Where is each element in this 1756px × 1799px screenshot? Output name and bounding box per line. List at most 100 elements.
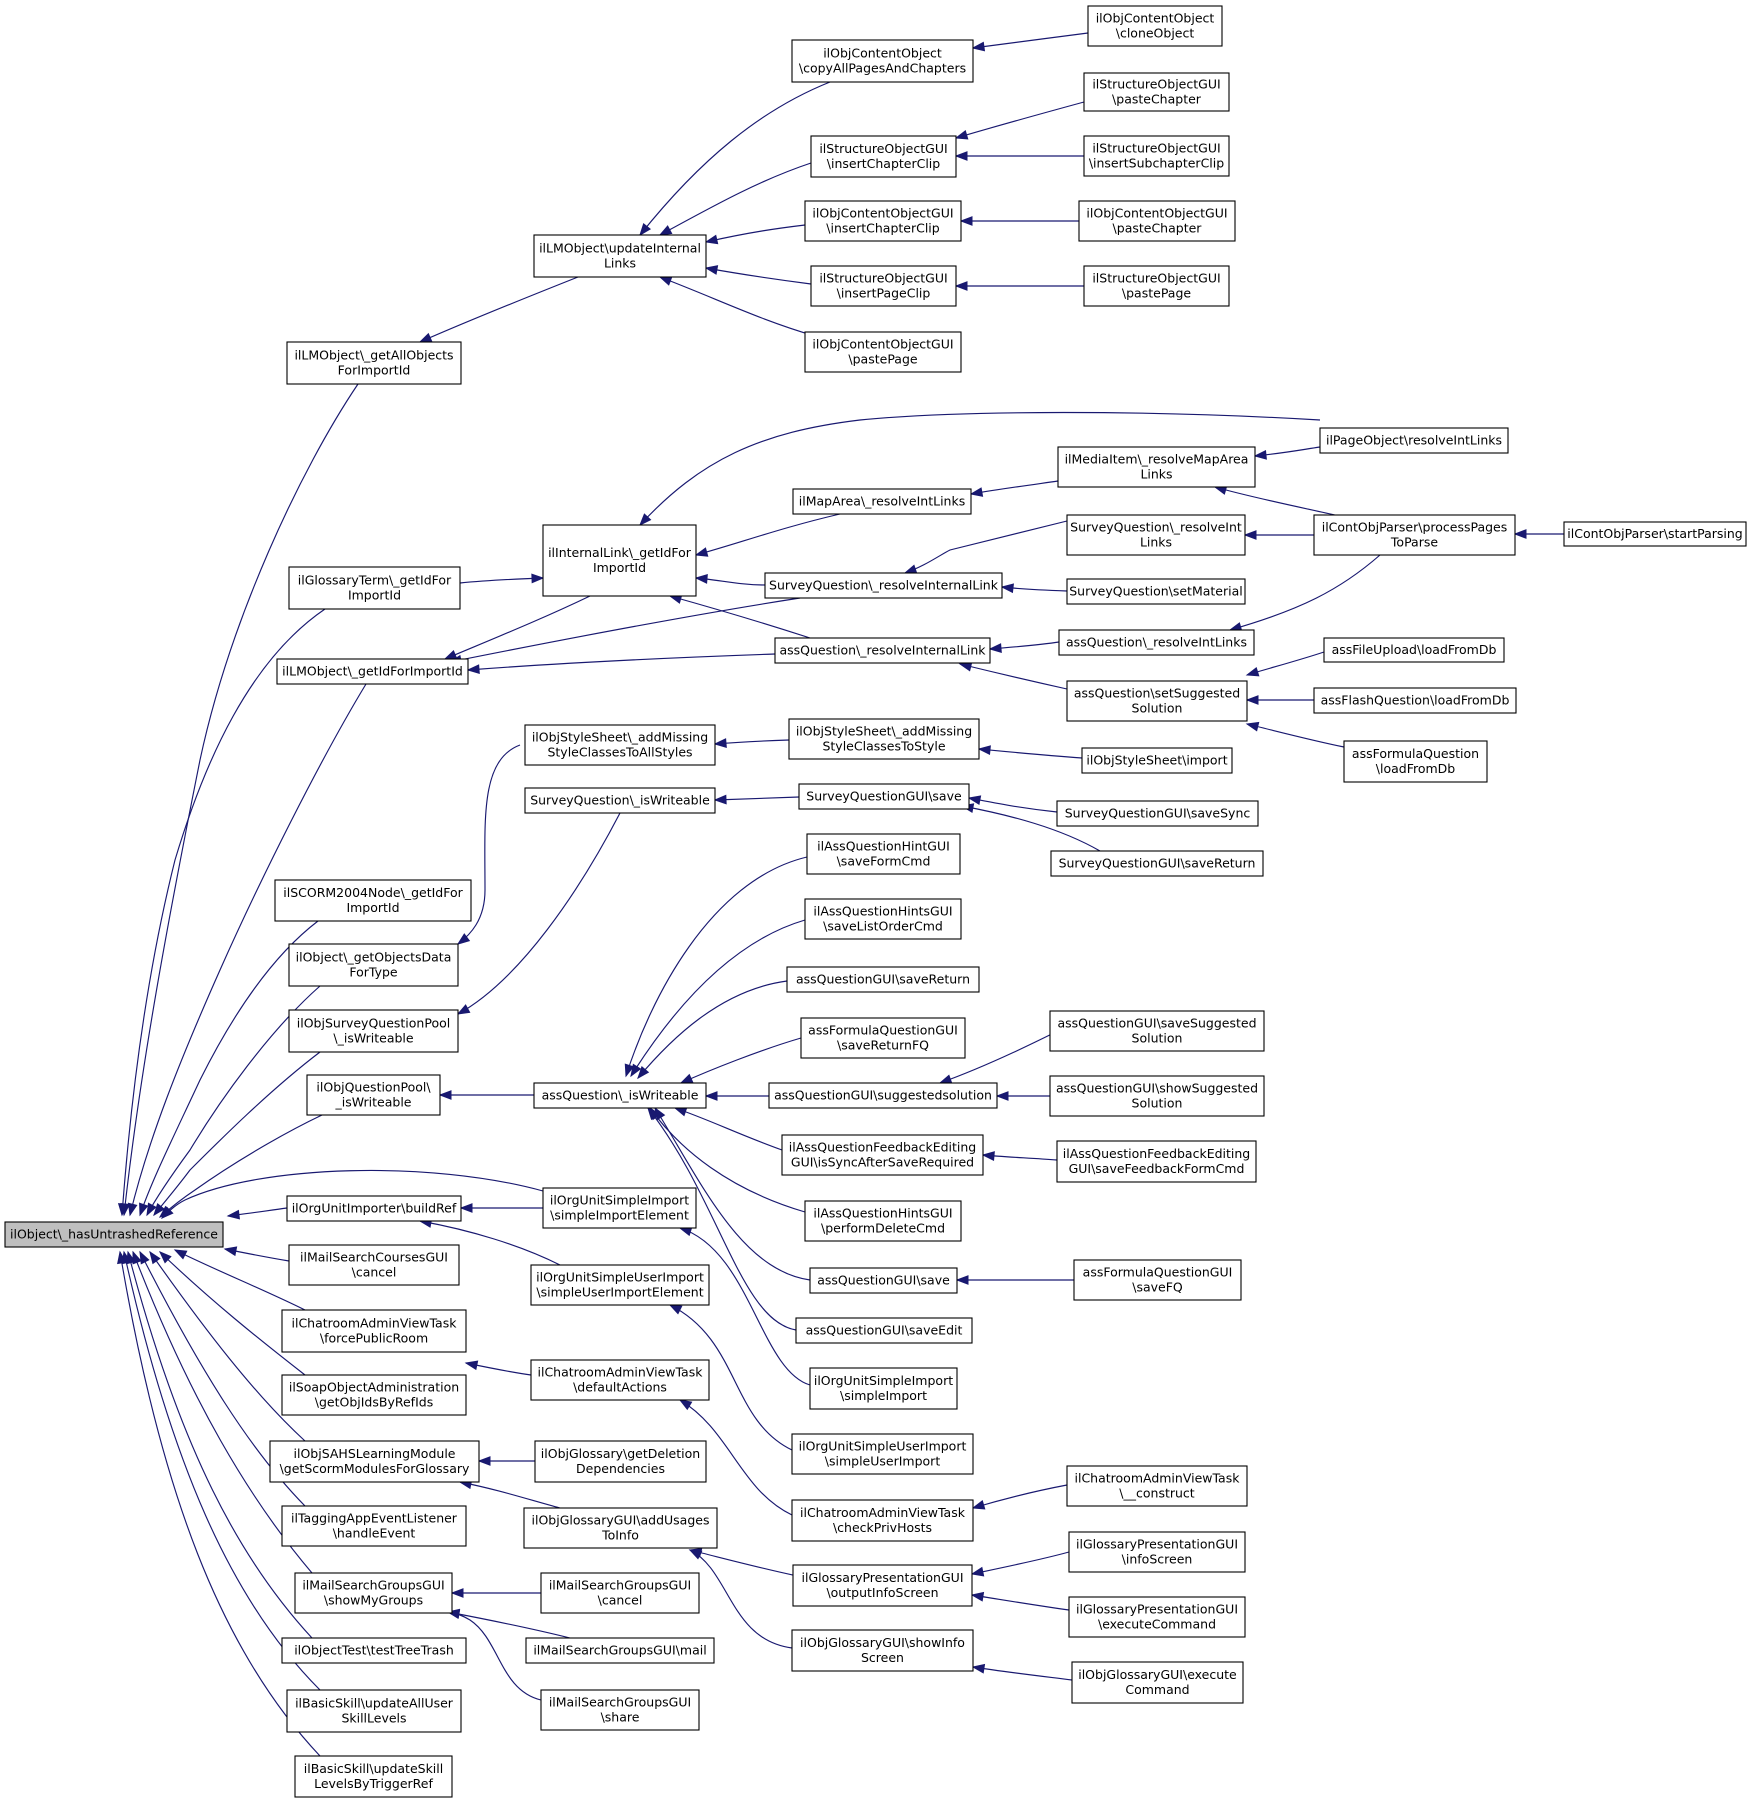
node-sqpWrite[interactable]: ilObjSurveyQuestionPool\_isWriteable <box>288 1009 459 1053</box>
node-bsTrig[interactable]: ilBasicSkill\updateSkillLevelsByTriggerR… <box>294 1755 453 1798</box>
node-sqSetMat[interactable]: SurveyQuestion\setMaterial <box>1066 578 1246 605</box>
node-aqgSaveRet[interactable]: assQuestionGUI\saveReturn <box>786 966 980 993</box>
node-label: \pastePage <box>848 352 917 367</box>
node-chatDef[interactable]: ilChatroomAdminViewTask\defaultActions <box>530 1359 710 1401</box>
node-ousuiEl[interactable]: ilOrgUnitSimpleUserImport\simpleUserImpo… <box>530 1264 710 1306</box>
node-coclone[interactable]: ilObjContentObject\cloneObject <box>1087 5 1223 47</box>
node-box <box>806 833 961 875</box>
node-cogPasteCh[interactable]: ilObjContentObjectGUI\pasteChapter <box>1078 200 1236 242</box>
edge-aqgShowSug-to-aqgSugSol <box>995 1091 1051 1101</box>
node-mapRes[interactable]: ilMapArea\_resolveIntLinks <box>792 488 972 515</box>
node-glossTerm[interactable]: ilGlossaryTerm\_getIdForImportId <box>288 566 461 610</box>
node-sqgRet[interactable]: SurveyQuestionGUI\saveReturn <box>1050 850 1264 877</box>
edge-line <box>447 1611 571 1639</box>
node-box <box>540 1572 700 1614</box>
node-label: \pasteChapter <box>1112 92 1202 107</box>
node-soap[interactable]: ilSoapObjectAdministration\getObjIdsByRe… <box>281 1374 467 1416</box>
node-msgShare[interactable]: ilMailSearchGroupsGUI\share <box>540 1689 700 1731</box>
node-ousiEl[interactable]: ilOrgUnitSimpleImport\simpleImportElemen… <box>542 1187 697 1229</box>
node-objTest[interactable]: ilObjectTest\testTreeTrash <box>281 1637 467 1664</box>
node-chatForce[interactable]: ilChatroomAdminViewTask\forcePublicRoom <box>281 1309 467 1353</box>
edge-soap-to-root <box>158 1251 306 1376</box>
node-sgInsCh[interactable]: ilStructureObjectGUI\insertChapterClip <box>810 135 957 178</box>
node-sahs[interactable]: ilObjSAHSLearningModule\getScormModulesF… <box>269 1440 480 1483</box>
node-afuLoad[interactable]: assFileUpload\loadFromDb <box>1323 637 1505 663</box>
node-aqgSaveEdit[interactable]: assQuestionGUI\saveEdit <box>795 1317 973 1344</box>
node-sgInsSub[interactable]: ilStructureObjectGUI\insertSubchapterCli… <box>1083 135 1230 177</box>
node-cogInsCh[interactable]: ilObjContentObjectGUI\insertChapterClip <box>804 200 962 242</box>
edge-arrowhead <box>418 332 433 343</box>
node-sqResIntL[interactable]: SurveyQuestion\_resolveIntLinks <box>1066 514 1246 556</box>
node-scorm[interactable]: ilSCORM2004Node\_getIdForImportId <box>274 879 472 922</box>
node-msgShow[interactable]: ilMailSearchGroupsGUI\showMyGroups <box>294 1572 453 1614</box>
node-oubuild[interactable]: ilOrgUnitImporter\buildRef <box>286 1195 462 1222</box>
node-box <box>525 1637 715 1664</box>
node-sqResIL[interactable]: SurveyQuestion\_resolveInternalLink <box>764 572 1003 599</box>
node-aflLoad[interactable]: assFlashQuestion\loadFromDb <box>1313 687 1517 714</box>
edge-intLink-to-lmGetId <box>443 595 591 660</box>
node-sqgSync[interactable]: SurveyQuestionGUI\saveSync <box>1056 800 1259 827</box>
node-label: \getScormModulesForGlossary <box>280 1461 470 1476</box>
node-msgCancel[interactable]: ilMailSearchGroupsGUI\cancel <box>540 1572 700 1614</box>
node-sqgSave[interactable]: SurveyQuestionGUI\save <box>798 783 970 810</box>
node-afqgSaveFQ[interactable]: assFormulaQuestionGUI\saveFQ <box>1073 1259 1242 1301</box>
node-aqhSaveForm[interactable]: ilAssQuestionHintGUI\saveFormCmd <box>806 833 961 875</box>
node-afoLoad[interactable]: assFormulaQuestion\loadFromDb <box>1343 740 1488 783</box>
node-ssAddAll[interactable]: ilObjStyleSheet\_addMissingStyleClassesT… <box>524 724 716 766</box>
node-aqhsDel[interactable]: ilAssQuestionHintsGUI\performDeleteCmd <box>804 1200 962 1242</box>
node-gpOut[interactable]: ilGlossaryPresentationGUI\outputInfoScre… <box>792 1564 973 1607</box>
node-pageRes[interactable]: ilPageObject\resolveIntLinks <box>1319 427 1509 454</box>
edge-line <box>153 1051 321 1216</box>
node-afqgSaveRet[interactable]: assFormulaQuestionGUI\saveReturnFQ <box>800 1017 966 1059</box>
edge-line <box>978 748 1083 759</box>
node-qpWrite[interactable]: ilObjQuestionPool\_isWriteable <box>306 1074 441 1116</box>
node-msgMail[interactable]: ilMailSearchGroupsGUI\mail <box>525 1637 715 1664</box>
node-ssAdd[interactable]: ilObjStyleSheet\_addMissingStyleClassesT… <box>788 718 980 760</box>
node-sgPasteCh[interactable]: ilStructureObjectGUI\pasteChapter <box>1083 72 1230 112</box>
node-sgPastePg[interactable]: ilStructureObjectGUI\pastePage <box>1083 265 1230 307</box>
node-ssImp[interactable]: ilObjStyleSheet\import <box>1081 747 1233 774</box>
edge-arrowhead <box>637 1066 650 1080</box>
node-aqhsSaveList[interactable]: ilAssQuestionHintsGUI\saveListOrderCmd <box>804 898 962 940</box>
node-aqResIntL[interactable]: assQuestion\_resolveIntLinks <box>1058 629 1255 656</box>
node-lmGetId[interactable]: ilLMObject\_getIdForImportId <box>276 658 469 685</box>
node-chatConst[interactable]: ilChatroomAdminViewTask\__construct <box>1066 1465 1248 1507</box>
node-intLink[interactable]: ilInternalLink\_getIdForImportId <box>542 524 697 597</box>
node-ousuiImp[interactable]: ilOrgUnitSimpleUserImport\simpleUserImpo… <box>791 1433 974 1475</box>
edge-line <box>669 595 811 639</box>
node-ousiImp[interactable]: ilOrgUnitSimpleImport\simpleImport <box>809 1367 958 1410</box>
node-aqfeSave[interactable]: ilAssQuestionFeedbackEditingGUI\saveFeed… <box>1056 1140 1257 1183</box>
node-aqWrite[interactable]: assQuestion\_isWriteable <box>533 1082 707 1109</box>
node-chatCheck[interactable]: ilChatroomAdminViewTask\checkPrivHosts <box>791 1499 974 1542</box>
node-mscCancel[interactable]: ilMailSearchCoursesGUI\cancel <box>288 1244 460 1286</box>
node-tagging[interactable]: ilTaggingAppEventListener\handleEvent <box>281 1505 467 1547</box>
node-aqResIL[interactable]: assQuestion\_resolveInternalLink <box>774 637 991 664</box>
node-contStart[interactable]: ilContObjParser\startParsing <box>1563 521 1747 547</box>
node-aqgSugSol[interactable]: assQuestionGUI\suggestedsolution <box>768 1082 998 1109</box>
node-gpExec[interactable]: ilGlossaryPresentationGUI\executeCommand <box>1068 1596 1246 1638</box>
node-aqgSave[interactable]: assQuestionGUI\save <box>809 1267 958 1294</box>
node-gpInfo[interactable]: ilGlossaryPresentationGUI\infoScreen <box>1068 1531 1246 1573</box>
node-sqWrite[interactable]: SurveyQuestion\_isWriteable <box>524 787 716 814</box>
node-sgInsPg[interactable]: ilStructureObjectGUI\insertPageClip <box>810 265 957 307</box>
node-root[interactable]: ilObject\_hasUntrashedReference <box>4 1221 224 1248</box>
edge-oubuild-to-root <box>226 1207 288 1220</box>
node-cogPastePg[interactable]: ilObjContentObjectGUI\pastePage <box>804 331 962 373</box>
node-aqfeSync[interactable]: ilAssQuestionFeedbackEditingGUI\isSyncAf… <box>781 1134 984 1176</box>
node-box <box>1068 1596 1246 1638</box>
edge-sgInsCh-to-lmUpd <box>658 162 812 236</box>
node-cocopy[interactable]: ilObjContentObject\copyAllPagesAndChapte… <box>791 39 974 83</box>
node-glossExec[interactable]: ilObjGlossaryGUI\executeCommand <box>1071 1661 1244 1704</box>
